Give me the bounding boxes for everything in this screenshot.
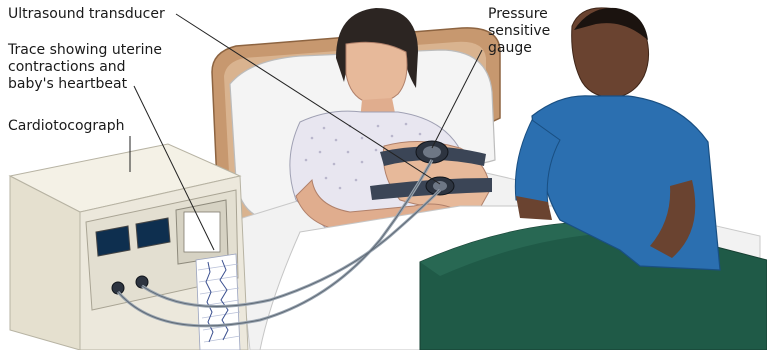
label-ctg-line: Cardiotocograph: [8, 118, 125, 135]
paper-trace: [196, 254, 240, 350]
label-trace-line-2: contractions and: [8, 59, 162, 76]
label-trace-line-3: baby's heartbeat: [8, 76, 162, 93]
ultrasound-transducer-device: [426, 177, 454, 195]
label-pressure-gauge: Pressure sensitive gauge: [488, 6, 550, 57]
label-pressure-line-3: gauge: [488, 40, 550, 57]
label-trace: Trace showing uterine contractions and b…: [8, 42, 162, 93]
label-pressure-line-2: sensitive: [488, 23, 550, 40]
label-trace-line-1: Trace showing uterine: [8, 42, 162, 59]
label-pressure-line-1: Pressure: [488, 6, 550, 23]
woman-face: [346, 42, 407, 103]
label-cardiotocograph: Cardiotocograph: [8, 118, 125, 135]
label-ultrasound-transducer: Ultrasound transducer: [8, 6, 165, 23]
label-ultrasound-line: Ultrasound transducer: [8, 6, 165, 23]
pressure-gauge-device: [416, 141, 448, 163]
